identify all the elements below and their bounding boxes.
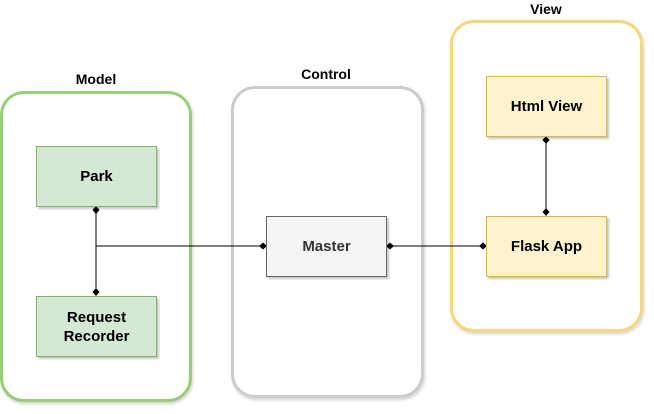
master-node: Master [266, 216, 387, 277]
master-label: Master [302, 238, 351, 255]
control-group-title: Control [301, 66, 351, 82]
flask-app-label: Flask App [510, 238, 583, 255]
html-view-node: Html View [486, 76, 607, 137]
control-group [231, 86, 424, 398]
park-label: Park [80, 168, 113, 185]
model-group [0, 91, 192, 402]
request-recorder-node: Request Recorder [36, 296, 157, 357]
request-recorder-label: Request Recorder [63, 308, 130, 345]
view-group-title: View [530, 1, 562, 17]
park-node: Park [36, 146, 157, 207]
model-group-title: Model [75, 71, 117, 87]
view-group [450, 20, 643, 332]
html-view-label: Html View [510, 98, 583, 115]
flask-app-node: Flask App [486, 216, 607, 277]
